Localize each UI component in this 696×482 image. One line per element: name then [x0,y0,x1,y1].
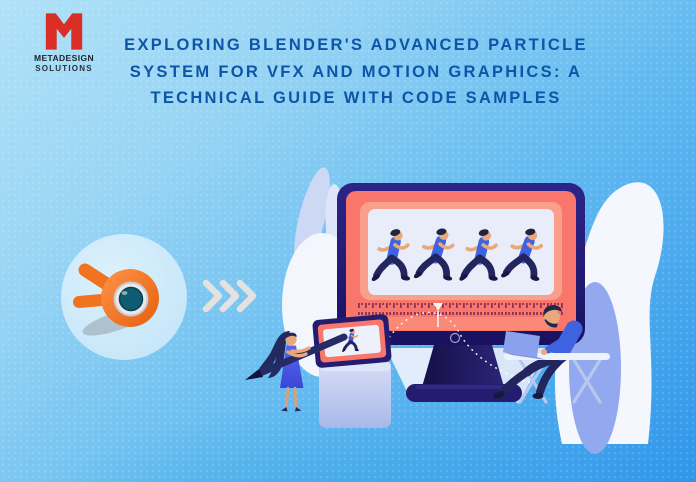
blender-logo-icon [73,263,159,336]
bezel-circle-detail [449,332,461,344]
woman-animator-with-stylus [245,331,348,412]
monitor-with-animation-frames [337,183,585,345]
pedestal-block [319,361,391,428]
timeline-ruler [356,303,564,315]
woman-hair [259,331,290,378]
brand-name: METADESIGN [33,53,95,63]
man-working-on-laptop [493,305,610,404]
page-title: EXPLORING BLENDER'S ADVANCED PARTICLE SY… [110,32,602,112]
title-line-3: TECHNICAL GUIDE WITH CODE SAMPLES [150,89,562,108]
laptop-icon [503,331,546,360]
metadesign-m-icon [45,13,83,50]
man-head [544,309,560,325]
title-line-2: SYSTEM FOR VFX AND MOTION GRAPHICS: A [129,62,583,81]
tablet-preview-screen [312,314,392,368]
title-line-1: EXPLORING BLENDER'S ADVANCED PARTICLE [124,36,588,54]
forward-chevrons-icon [202,279,257,313]
brand-subname: SOLUTIONS [35,64,93,73]
metadesign-logo: METADESIGN SOLUTIONS [24,13,104,73]
timeline-bar [372,317,552,330]
m-glyph [45,13,83,50]
dotted-path-left [385,311,545,387]
playhead-marker [433,303,443,327]
monitor-stand [406,345,522,402]
